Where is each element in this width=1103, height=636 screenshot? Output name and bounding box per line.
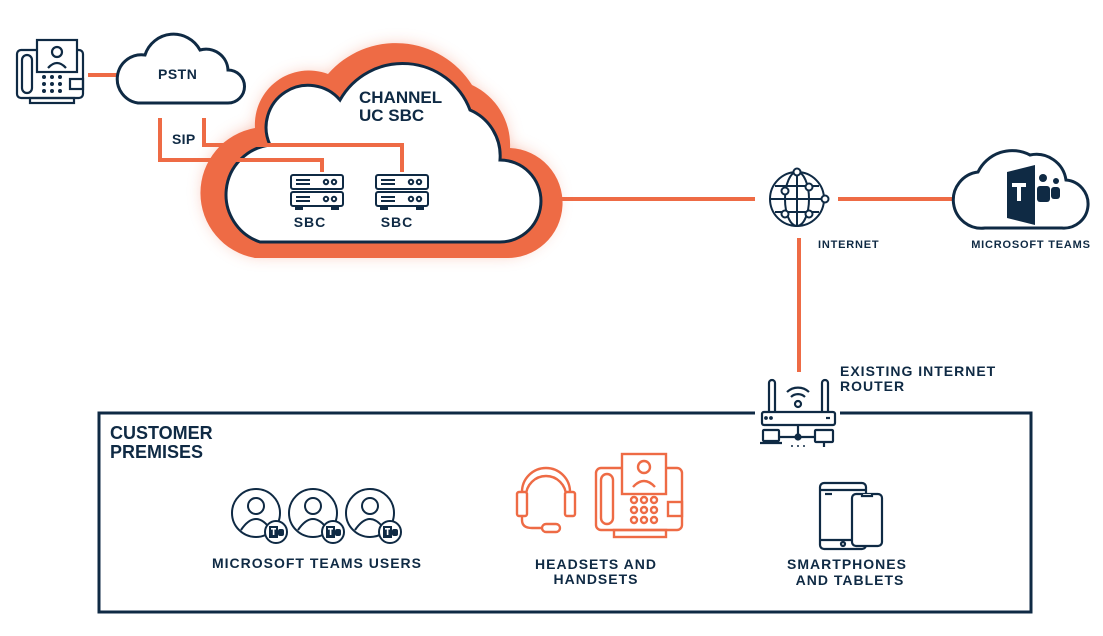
teams-users-label: MICROSOFT TEAMS USERS [211,555,423,571]
teams-user-icon [288,488,345,544]
router-label-line1: EXISTING INTERNET [840,363,997,379]
headsets-label-line1: HEADSETS AND [535,556,657,572]
microsoft-teams-label: MICROSOFT TEAMS [971,239,1091,251]
headset-icon [515,466,577,534]
channel-uc-sbc-label-line1: CHANNEL [359,88,443,107]
server-icon [290,174,344,210]
teams-users-group [231,488,402,544]
pstn-cloud-icon [115,32,246,105]
desk-phone-icon [15,38,85,105]
channel-uc-sbc-label-line2: UC SBC [359,106,425,125]
customer-premises-title-line1: CUSTOMER [110,423,213,443]
sip-lines-overlay [230,143,404,172]
server-icon [375,174,429,210]
smartphone-icon [850,492,884,548]
smartphones-label-line1: SMARTPHONES [787,556,907,572]
sip-label: SIP [172,131,196,147]
teams-user-icon [345,488,402,544]
teams-user-icon [231,488,288,544]
globe-network-icon [769,167,830,227]
desk-phone-icon [594,452,684,539]
sbc-1-label: SBC [293,214,327,230]
headsets-label-line2: HANDSETS [553,571,639,587]
smartphones-label-line2: AND TABLETS [795,572,905,588]
internet-label: INTERNET [818,239,880,251]
customer-premises-title-line2: PREMISES [110,442,204,462]
customer-premises-frame [97,411,1033,614]
pstn-label: PSTN [158,66,198,82]
teams-cloud-icon [951,149,1090,230]
router-label-line2: ROUTER [840,378,906,394]
sbc-2-label: SBC [380,214,414,230]
wifi-router-icon [760,378,837,447]
